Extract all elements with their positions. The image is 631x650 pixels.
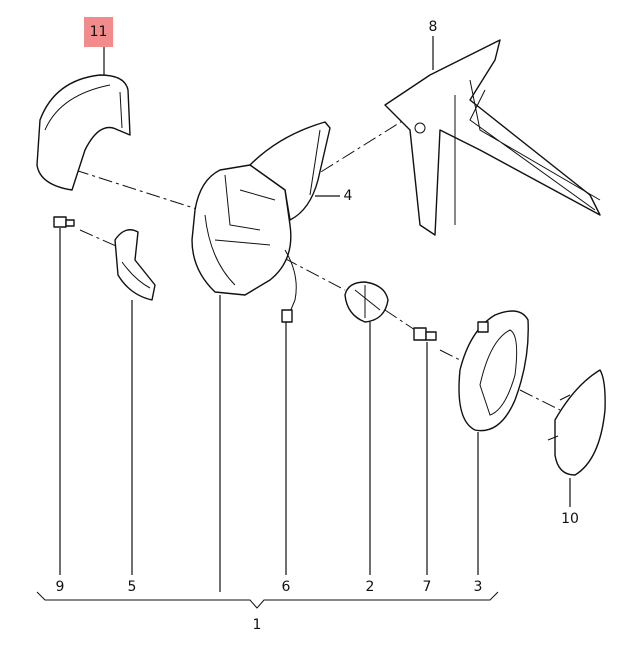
assembly-line: [79, 229, 126, 251]
assembly-line: [74, 169, 201, 211]
part-5-indicator[interactable]: [114, 229, 156, 301]
callout-7[interactable]: 7: [422, 579, 432, 595]
callout-2[interactable]: 2: [365, 579, 375, 595]
part-3-mirror-carrier[interactable]: [458, 310, 529, 432]
callout-11[interactable]: 11: [84, 17, 113, 47]
part-9-screw[interactable]: [53, 216, 75, 228]
callout-4[interactable]: 4: [343, 188, 353, 204]
assembly-line: [299, 109, 421, 186]
callout-1[interactable]: 1: [252, 617, 262, 633]
callout-6[interactable]: 6: [281, 579, 291, 595]
assembly-line: [384, 309, 416, 331]
callout-10[interactable]: 10: [561, 511, 579, 527]
part-10-mirror-glass[interactable]: [547, 369, 606, 476]
assembly-line: [519, 389, 561, 411]
callout-8[interactable]: 8: [428, 19, 438, 35]
callout-3[interactable]: 3: [473, 579, 483, 595]
part-4-mirror-base[interactable]: [249, 121, 331, 221]
group-bracket: [36, 591, 499, 609]
part-11-mirror-cap[interactable]: [36, 74, 131, 191]
part-2-adjusting-motor[interactable]: [344, 281, 389, 323]
part-7-bolt[interactable]: [413, 327, 437, 341]
part-1-mirror-housing[interactable]: [191, 164, 297, 323]
callout-9[interactable]: 9: [55, 579, 65, 595]
part-8-door-frame[interactable]: [384, 39, 601, 236]
callout-5[interactable]: 5: [127, 579, 137, 595]
